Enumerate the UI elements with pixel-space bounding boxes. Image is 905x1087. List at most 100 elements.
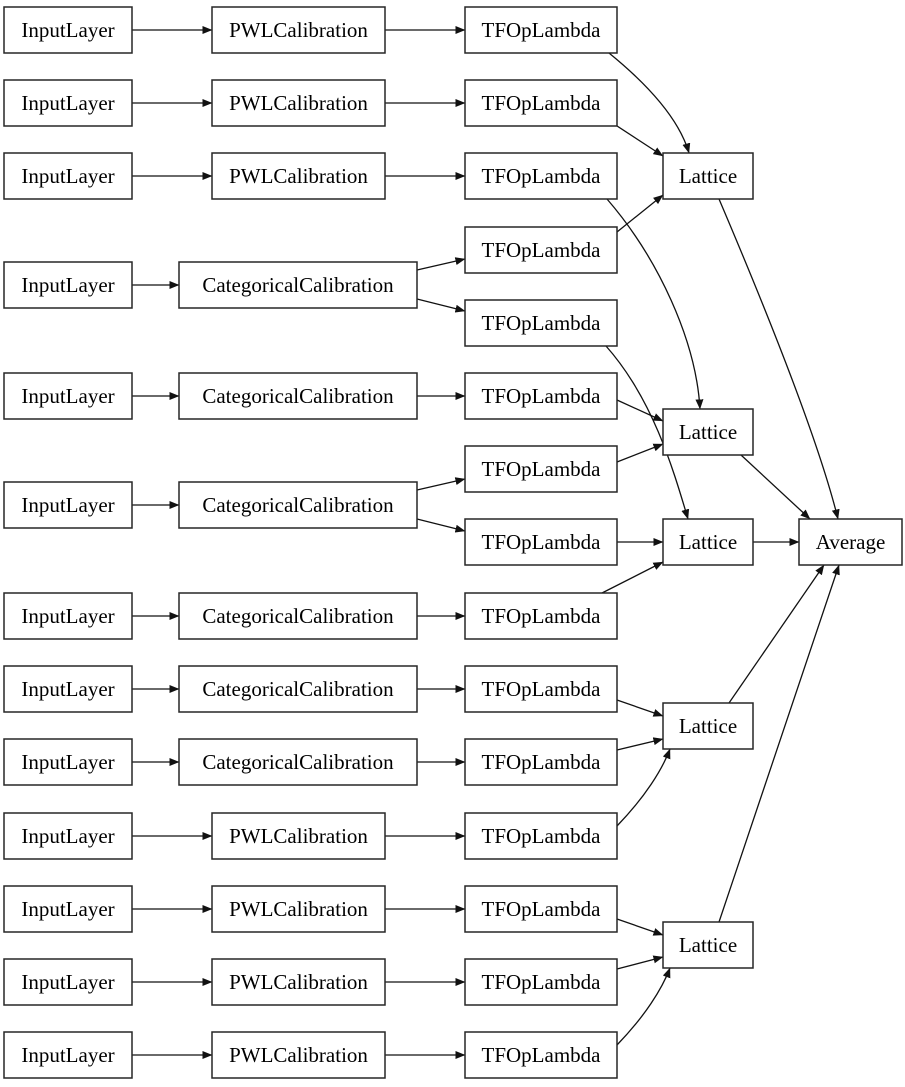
node-label-cal5: CategoricalCalibration — [202, 384, 394, 408]
node-box-cal2 — [211, 79, 386, 127]
edge-lat5-avg — [718, 564, 840, 923]
node-label-cal3: PWLCalibration — [229, 164, 368, 188]
edge-t10-lat4 — [616, 699, 664, 717]
edge-t11-lat4 — [616, 737, 664, 751]
node-box-cal12 — [211, 958, 386, 1006]
node-box-in6 — [3, 481, 133, 529]
node-box-t14 — [464, 958, 618, 1006]
node-cal4: CategoricalCalibration — [178, 261, 418, 309]
node-label-cal9: CategoricalCalibration — [202, 750, 394, 774]
node-box-t15 — [464, 1031, 618, 1079]
node-box-cal3 — [211, 152, 386, 200]
node-label-t10: TFOpLambda — [482, 677, 602, 701]
node-in2: InputLayer — [3, 79, 133, 127]
nodes-layer: InputLayerInputLayerInputLayerInputLayer… — [3, 6, 903, 1079]
node-t7: TFOpLambda — [464, 445, 618, 493]
edge-t12-lat4 — [616, 748, 671, 827]
node-label-avg: Average — [816, 530, 886, 554]
node-cal7: CategoricalCalibration — [178, 592, 418, 640]
edge-cal6-t8 — [416, 518, 466, 533]
node-box-t9 — [464, 592, 618, 640]
node-box-in9 — [3, 738, 133, 786]
node-in12: InputLayer — [3, 958, 133, 1006]
node-label-cal1: PWLCalibration — [229, 18, 368, 42]
node-box-t1 — [464, 6, 618, 54]
edge-t14-lat5 — [616, 955, 664, 970]
node-cal3: PWLCalibration — [211, 152, 386, 200]
node-box-in1 — [3, 6, 133, 54]
edge-t5-lat3 — [605, 345, 690, 520]
node-label-in10: InputLayer — [21, 824, 114, 848]
node-cal9: CategoricalCalibration — [178, 738, 418, 786]
node-t9: TFOpLambda — [464, 592, 618, 640]
node-label-lat4: Lattice — [679, 714, 737, 738]
node-in10: InputLayer — [3, 812, 133, 860]
node-box-t4 — [464, 226, 618, 274]
node-in13: InputLayer — [3, 1031, 133, 1079]
node-label-t5: TFOpLambda — [482, 311, 602, 335]
node-lat5: Lattice — [662, 921, 754, 969]
node-box-in12 — [3, 958, 133, 1006]
node-t4: TFOpLambda — [464, 226, 618, 274]
node-box-cal4 — [178, 261, 418, 309]
node-label-in8: InputLayer — [21, 677, 114, 701]
node-t10: TFOpLambda — [464, 665, 618, 713]
node-box-in3 — [3, 152, 133, 200]
node-box-avg — [798, 518, 903, 566]
node-label-in13: InputLayer — [21, 1043, 114, 1067]
node-lat3: Lattice — [662, 518, 754, 566]
edge-cal4-t5 — [416, 298, 466, 313]
node-label-t7: TFOpLambda — [482, 457, 602, 481]
node-label-lat3: Lattice — [679, 530, 737, 554]
node-box-t7 — [464, 445, 618, 493]
edge-cal4-t4 — [416, 257, 466, 271]
node-label-cal10: PWLCalibration — [229, 824, 368, 848]
node-box-cal11 — [211, 885, 386, 933]
node-t6: TFOpLambda — [464, 372, 618, 420]
node-box-t11 — [464, 738, 618, 786]
edges-layer — [132, 26, 840, 1059]
node-box-t10 — [464, 665, 618, 713]
edge-cal6-t7 — [416, 477, 466, 491]
node-in3: InputLayer — [3, 152, 133, 200]
node-t1: TFOpLambda — [464, 6, 618, 54]
node-label-in2: InputLayer — [21, 91, 114, 115]
node-in6: InputLayer — [3, 481, 133, 529]
node-in11: InputLayer — [3, 885, 133, 933]
node-box-cal7 — [178, 592, 418, 640]
node-avg: Average — [798, 518, 903, 566]
node-box-in4 — [3, 261, 133, 309]
node-box-cal1 — [211, 6, 386, 54]
node-cal13: PWLCalibration — [211, 1031, 386, 1079]
node-label-in12: InputLayer — [21, 970, 114, 994]
node-cal5: CategoricalCalibration — [178, 372, 418, 420]
node-label-t3: TFOpLambda — [482, 164, 602, 188]
node-box-in11 — [3, 885, 133, 933]
node-label-cal8: CategoricalCalibration — [202, 677, 394, 701]
node-box-lat2 — [662, 408, 754, 456]
node-cal1: PWLCalibration — [211, 6, 386, 54]
node-label-t6: TFOpLambda — [482, 384, 602, 408]
node-box-t8 — [464, 518, 618, 566]
node-in1: InputLayer — [3, 6, 133, 54]
node-t2: TFOpLambda — [464, 79, 618, 127]
edge-t9-lat3 — [601, 561, 664, 594]
node-t3: TFOpLambda — [464, 152, 618, 200]
edge-t1-lat1 — [608, 52, 691, 154]
node-box-in2 — [3, 79, 133, 127]
edge-lat4-avg — [728, 564, 825, 704]
edge-t15-lat5 — [616, 967, 671, 1046]
node-in7: InputLayer — [3, 592, 133, 640]
node-cal2: PWLCalibration — [211, 79, 386, 127]
node-box-in8 — [3, 665, 133, 713]
node-label-lat5: Lattice — [679, 933, 737, 957]
node-label-t9: TFOpLambda — [482, 604, 602, 628]
node-lat1: Lattice — [662, 152, 754, 200]
node-label-cal7: CategoricalCalibration — [202, 604, 394, 628]
node-in4: InputLayer — [3, 261, 133, 309]
node-label-lat2: Lattice — [679, 420, 737, 444]
node-t13: TFOpLambda — [464, 885, 618, 933]
node-box-cal6 — [178, 481, 418, 529]
edge-t2-lat1 — [613, 123, 664, 157]
node-box-in10 — [3, 812, 133, 860]
